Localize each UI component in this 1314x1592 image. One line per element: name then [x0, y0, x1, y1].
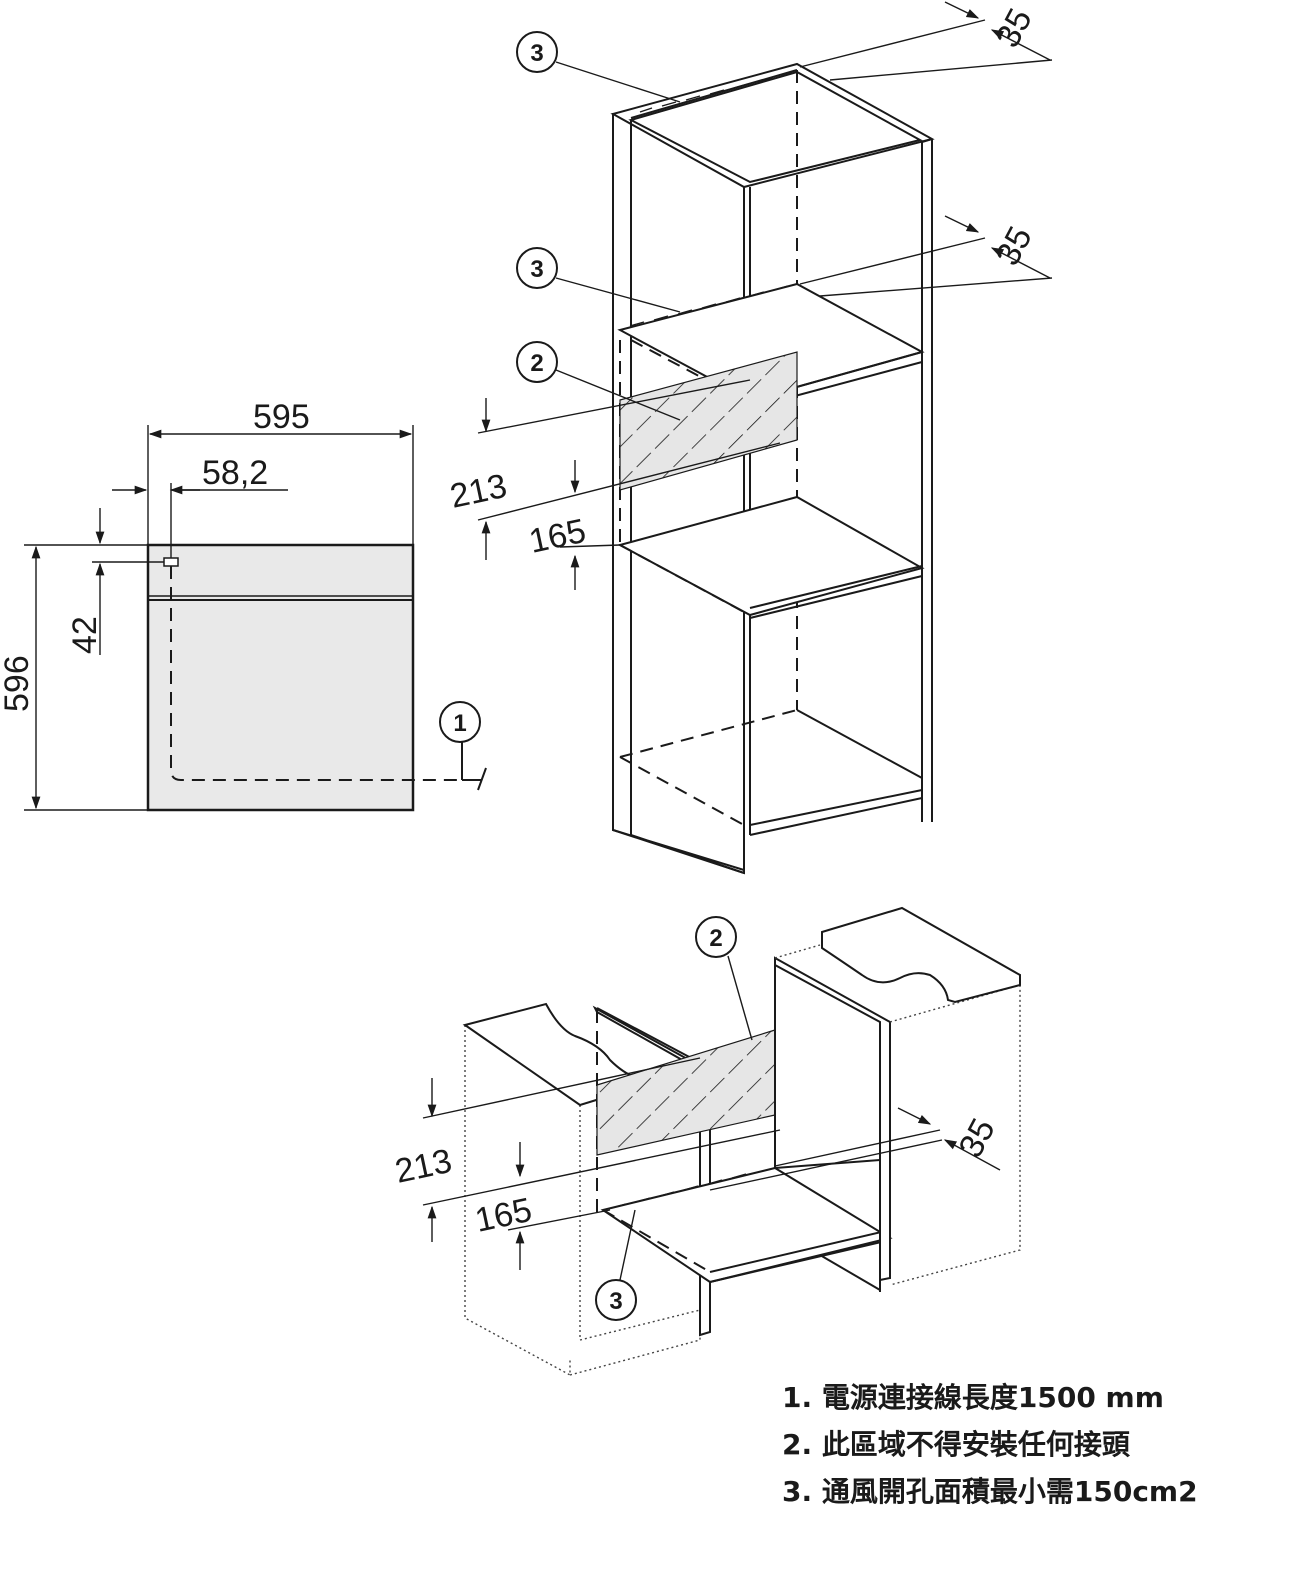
callout-1: 1 [439, 701, 481, 743]
dim-socket-height: 42 [66, 616, 104, 654]
dim-base-gap: 35 [952, 1113, 1003, 1164]
power-cable-path [170, 566, 462, 781]
no-connection-zone-tall [619, 351, 798, 491]
cabinet-left-side [612, 113, 745, 875]
right-countertop [821, 906, 1021, 1004]
callout-3-mid-label: 3 [530, 256, 543, 283]
dim-oven-height: 596 [0, 655, 36, 712]
power-socket-icon [163, 557, 179, 567]
legend-item-ventilation: 3. 通風開孔面積最小需150cm2 [782, 1475, 1198, 1508]
legend-item-no-connection-zone: 2. 此區域不得安裝任何接頭 [782, 1428, 1130, 1461]
dim-cabinet-top-gap: 35 [989, 3, 1040, 54]
callout-1-label: 1 [453, 710, 466, 737]
callout-3-base-label: 3 [609, 1288, 622, 1315]
callout-2-base: 2 [695, 916, 753, 1041]
dim-cabinet-mid-gap: 35 [989, 221, 1040, 272]
callout-2-base-label: 2 [709, 925, 722, 952]
dim-socket-offset: 58,2 [202, 454, 268, 492]
dim-base-zone-offset: 165 [472, 1191, 535, 1240]
callout-3-mid: 3 [516, 247, 681, 313]
callout-3-base: 3 [595, 1209, 637, 1321]
callout-2-tall: 2 [516, 341, 681, 421]
callout-3-top: 3 [516, 31, 681, 103]
dim-cabinet-zone-offset: 165 [526, 512, 589, 561]
base-cabinet-view: 35 213 165 2 3 [392, 906, 1021, 1377]
dim-base-zone-height: 213 [392, 1142, 455, 1191]
legend: 1. 電源連接線長度1500 mm 2. 此區域不得安裝任何接頭 3. 通風開孔… [782, 1374, 1198, 1515]
callout-3-top-label: 3 [530, 40, 543, 67]
dim-oven-width: 595 [253, 398, 310, 436]
vent-slots-mid [629, 285, 789, 327]
vent-slots-base [611, 1173, 747, 1209]
oven-body [146, 543, 415, 812]
legend-item-cable: 1. 電源連接線長度1500 mm [782, 1381, 1164, 1414]
dim-cabinet-zone-height: 213 [447, 467, 510, 516]
callout-2-tall-label: 2 [530, 350, 543, 377]
tall-cabinet-view: 35 35 213 165 3 3 2 [447, 1, 1053, 875]
left-base-cabinet [464, 1025, 701, 1377]
oven-front-view: 595 58,2 596 42 1 [0, 398, 487, 812]
